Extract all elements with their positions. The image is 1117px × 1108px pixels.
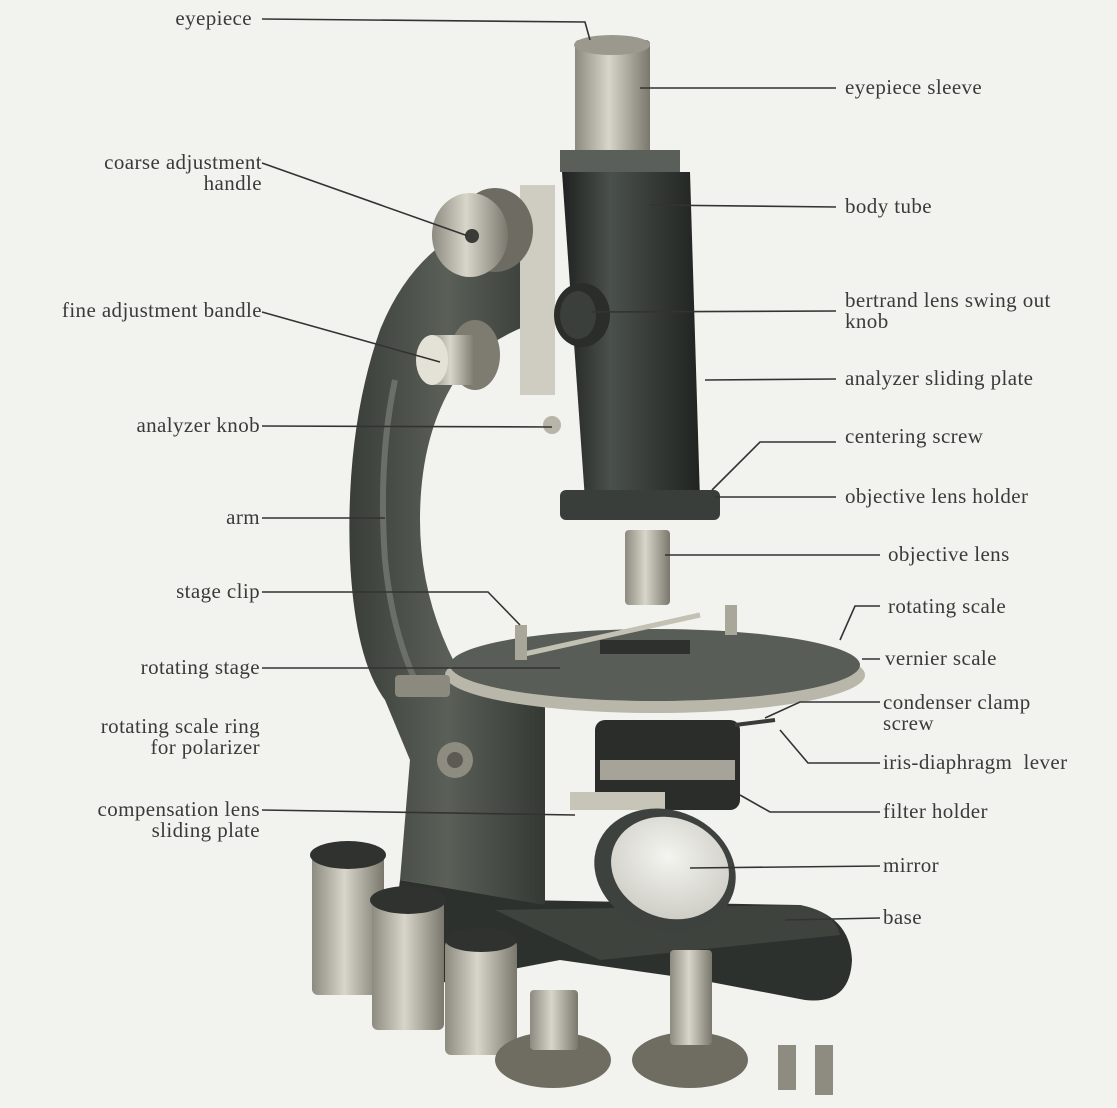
label-eyepiece-sleeve: eyepiece sleeve: [845, 77, 982, 98]
label-rotating-scale-ring: rotating scale ring for polarizer: [30, 716, 260, 758]
leader-bertrand: [592, 311, 836, 312]
label-filter-holder: filter holder: [883, 801, 988, 822]
label-stage-clip: stage clip: [60, 581, 260, 602]
label-base: base: [883, 907, 922, 928]
label-objective-lens: objective lens: [888, 544, 1010, 565]
label-arm: arm: [160, 507, 260, 528]
label-iris-diaphragm-lever: iris-diaphragm lever: [883, 752, 1068, 773]
label-rotating-scale: rotating scale: [888, 596, 1006, 617]
label-analyzer-knob: analyzer knob: [60, 415, 260, 436]
label-rotating-stage: rotating stage: [40, 657, 260, 678]
label-analyzer-sliding-plate: analyzer sliding plate: [845, 368, 1033, 389]
label-objective-lens-holder: objective lens holder: [845, 486, 1028, 507]
leader-analyzer-plate: [705, 379, 836, 380]
leader-coarse: [262, 163, 468, 236]
body-tube-shape: [543, 35, 720, 605]
label-mirror: mirror: [883, 855, 939, 876]
leader-centering-screw: [712, 442, 836, 490]
leader-iris: [780, 730, 880, 763]
label-vernier-scale: vernier scale: [885, 648, 997, 669]
leader-filter-holder: [740, 795, 880, 812]
label-eyepiece: eyepiece: [120, 8, 252, 29]
leader-analyzer-knob: [262, 426, 552, 427]
label-bertrand-lens-knob: bertrand lens swing out knob: [845, 290, 1051, 332]
label-fine-adjustment-handle: fine adjustment bandle: [0, 300, 262, 321]
label-centering-screw: centering screw: [845, 426, 983, 447]
label-body-tube: body tube: [845, 196, 932, 217]
leader-eyepiece: [262, 19, 590, 40]
label-coarse-adjustment-handle: coarse adjustment handle: [30, 152, 262, 194]
label-compensation-lens-sliding-plate: compensation lens sliding plate: [30, 799, 260, 841]
label-condenser-clamp-screw: condenser clamp screw: [883, 692, 1031, 734]
leader-rotating-scale: [840, 606, 880, 640]
arm-shape: [349, 210, 545, 905]
